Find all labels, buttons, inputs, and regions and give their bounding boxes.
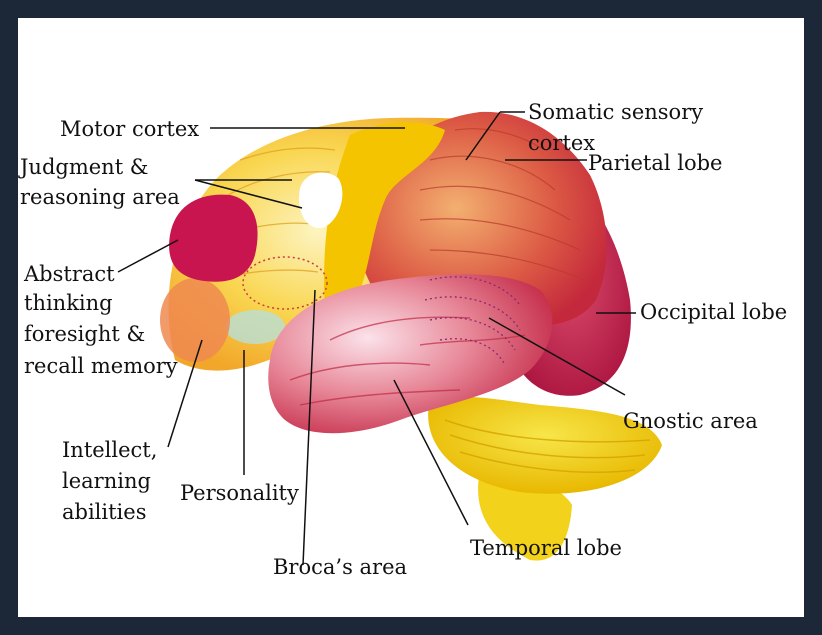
label-abstract-line2: thinking — [24, 291, 113, 315]
label-somatic-line2: cortex — [528, 131, 595, 155]
personality-region — [225, 310, 285, 344]
label-abstract-line4: recall memory — [24, 354, 178, 378]
label-parietal-lobe: Parietal lobe — [588, 151, 722, 175]
label-brocas-area: Broca’s area — [273, 555, 407, 579]
label-motor-cortex: Motor cortex — [60, 117, 199, 141]
label-judgment-line2: reasoning area — [20, 185, 180, 209]
label-personality: Personality — [180, 481, 299, 505]
abstract-thinking-region — [169, 195, 257, 282]
label-gnostic-area: Gnostic area — [623, 409, 758, 433]
label-occipital-lobe: Occipital lobe — [640, 300, 787, 324]
intellect-region — [160, 278, 230, 362]
label-intellect-line2: learning — [62, 469, 151, 493]
label-intellect-line3: abilities — [62, 500, 146, 524]
label-judgment-line1: Judgment & — [18, 155, 149, 179]
label-somatic-line1: Somatic sensory — [528, 100, 703, 124]
label-abstract-line3: foresight & — [24, 322, 145, 346]
label-temporal-lobe: Temporal lobe — [470, 536, 622, 560]
label-abstract-line1: Abstract — [23, 262, 115, 286]
label-intellect-line1: Intellect, — [62, 438, 157, 462]
